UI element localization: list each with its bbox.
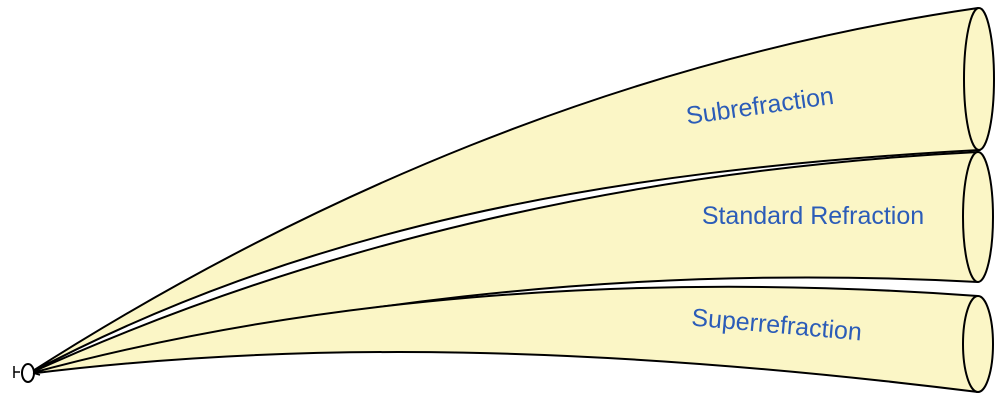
beam-superrefraction-end-ellipse	[962, 295, 994, 393]
beam-subrefraction: Subrefraction	[27, 7, 995, 375]
beam-superrefraction: Superrefraction	[27, 285, 994, 393]
beam-standard-end-ellipse	[962, 151, 994, 283]
radar-antenna-icon	[13, 363, 41, 383]
beam-subrefraction-end-ellipse	[963, 7, 995, 151]
beam-standard-label: Standard Refraction	[702, 202, 924, 230]
beam-standard: Standard Refraction	[27, 151, 994, 375]
